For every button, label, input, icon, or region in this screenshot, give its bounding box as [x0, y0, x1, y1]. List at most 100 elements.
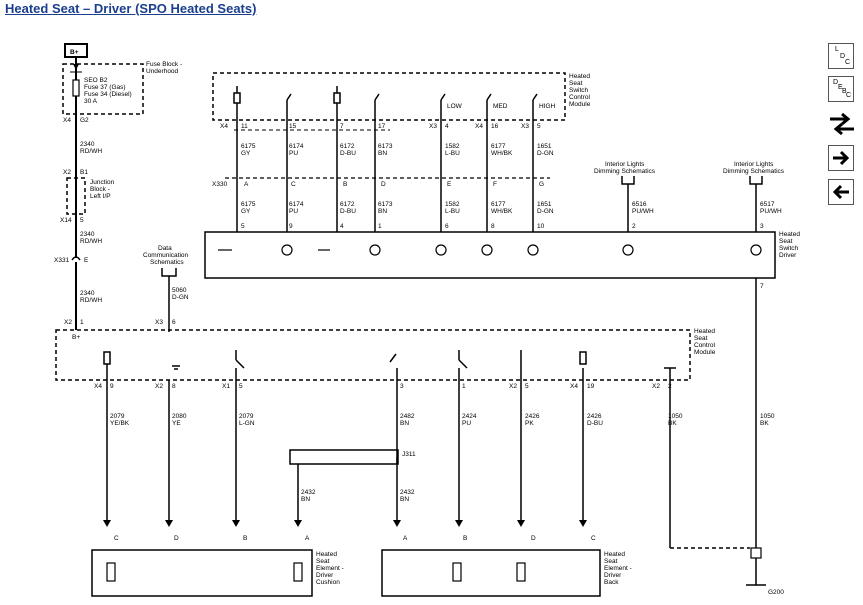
heated-seat-control-module [55, 329, 691, 381]
wire-top-num: 1582 [445, 143, 460, 150]
wire-low-color: BN [400, 420, 409, 427]
prev-arrow-button[interactable] [828, 179, 854, 205]
hssc-3: Switch [569, 87, 589, 94]
wire-mid-color: WH/BK [491, 208, 513, 215]
top-pin-15: 15 [289, 123, 297, 130]
wire-2340-c: 2340 [80, 290, 95, 297]
next-arrow-button[interactable] [828, 145, 854, 171]
hssd-2: Seat [779, 238, 793, 245]
hssc-2: Seat [569, 80, 583, 87]
top-x4-b: X4 [475, 123, 483, 130]
mid-wire-labels: 6175 GY 6174 PU 6172 D-BU 6173 BN 1582 L… [241, 201, 554, 215]
wire-mid-color: BN [378, 208, 387, 215]
hscm-2: Seat [694, 335, 708, 342]
wire-top-num: 6175 [241, 143, 256, 150]
x3-hs-label: X3 [155, 319, 163, 326]
hscm-1: Heated [694, 328, 715, 335]
wire-top-color: D-BU [340, 150, 356, 157]
wire-top-color: BN [378, 150, 387, 157]
wire-2432-a: 2432 [301, 489, 316, 496]
ldc-c: C [845, 59, 851, 66]
wire-top-num: 1651 [537, 143, 552, 150]
five-label: 5 [80, 217, 84, 224]
wire-6517: 6517 [760, 201, 775, 208]
conn-letter: E [447, 181, 452, 188]
wire-top-color: GY [241, 150, 251, 157]
sw-pin: 6 [445, 223, 449, 230]
bplus-label: B+ [70, 49, 79, 56]
x4-label: X4 [63, 117, 71, 124]
mod-pin-n: 3 [400, 383, 404, 390]
med-label: MED [493, 103, 508, 110]
wire-6516: 6516 [632, 201, 647, 208]
wire-low-num: 2080 [172, 413, 187, 420]
back-element-box [381, 549, 601, 597]
junction-label-2: Block - [90, 186, 110, 193]
wire-mid-num: 1582 [445, 201, 460, 208]
debc-view-button[interactable]: D E B C [828, 76, 854, 102]
page-title[interactable]: Heated Seat – Driver (SPO Heated Seats) [5, 1, 257, 16]
pin6-hs-label: 6 [172, 319, 176, 326]
x330-conn-letters: A C B D E F G [244, 181, 544, 188]
top-pin-11: 11 [241, 123, 248, 130]
wire-top-num: 6172 [340, 143, 355, 150]
wire-mid-color: L-BU [445, 208, 460, 215]
debc-b: B [842, 88, 847, 95]
wire-6516-color: PU/WH [632, 208, 654, 215]
wire-low-num: 1050 [668, 413, 683, 420]
wire-top-color: D-GN [537, 150, 554, 157]
data-comm-1: Data [158, 245, 172, 252]
hssc-4: Control [569, 94, 591, 101]
wire-2340-c-color: RD/WH [80, 297, 102, 304]
top-x3-a: X3 [429, 123, 437, 130]
sw-pin: 2 [632, 223, 636, 230]
wire-mid-color: D-BU [340, 208, 356, 215]
wire-2340-a: 2340 [80, 141, 95, 148]
int-lights-1a: Interior Lights [605, 161, 645, 168]
top-pin-17: 17 [378, 123, 386, 130]
wire-2432-a-color: BN [301, 496, 310, 503]
int-lights-2a: Interior Lights [734, 161, 774, 168]
wire-low-num: 2482 [400, 413, 415, 420]
wire-low-num: 2426 [525, 413, 540, 420]
data-comm-2: Communication [143, 252, 189, 259]
e-connector-label: E [84, 257, 89, 264]
top-pin-7: 7 [340, 123, 344, 130]
ldc-view-button[interactable]: L D C [828, 43, 854, 69]
seat-switch-control-box [212, 72, 566, 121]
wire-mid-num: 1651 [537, 201, 552, 208]
int-lights-2b: Dimming Schematics [723, 168, 785, 175]
sw-pin: 8 [491, 223, 495, 230]
wire-5060: 5060 [172, 287, 187, 294]
wire-top-color: WH/BK [491, 150, 513, 157]
mod-pin-n: 5 [525, 383, 529, 390]
j311-label: J311 [402, 451, 416, 458]
data-comm-3: Schematics [150, 259, 184, 266]
wire-low-color: D-BU [587, 420, 603, 427]
fuse-info-1: SEO B2 [84, 77, 108, 84]
junction-label-1: Junction [90, 179, 115, 186]
top-pin-5: 5 [537, 123, 541, 130]
mod-pin-n: 5 [239, 383, 243, 390]
wire-low-num: 2426 [587, 413, 602, 420]
arrow-right-icon [833, 150, 850, 166]
sw-pin: 9 [289, 223, 293, 230]
bplus-hs-label: B+ [72, 334, 80, 341]
junction-label-3: Left I/P [90, 193, 111, 200]
swap-icon[interactable] [828, 111, 856, 137]
sw-pin: 5 [241, 223, 245, 230]
cushion-label: Seat [316, 558, 330, 565]
hssd-3: Switch [779, 245, 799, 252]
wire-top-num: 6174 [289, 143, 304, 150]
mod-pin-x: X1 [222, 383, 230, 390]
wire-low-color: PU [462, 420, 471, 427]
debc-c: C [846, 92, 852, 99]
x2-label: X2 [63, 169, 71, 176]
debc-e: E [838, 84, 843, 91]
wire-low-color: YE [172, 420, 181, 427]
b1-label: B1 [80, 169, 88, 176]
pin7-label: 7 [760, 283, 764, 290]
ldc-l: L [835, 46, 839, 53]
conn-letter: D [381, 181, 386, 188]
hscm-3: Control [694, 342, 716, 349]
